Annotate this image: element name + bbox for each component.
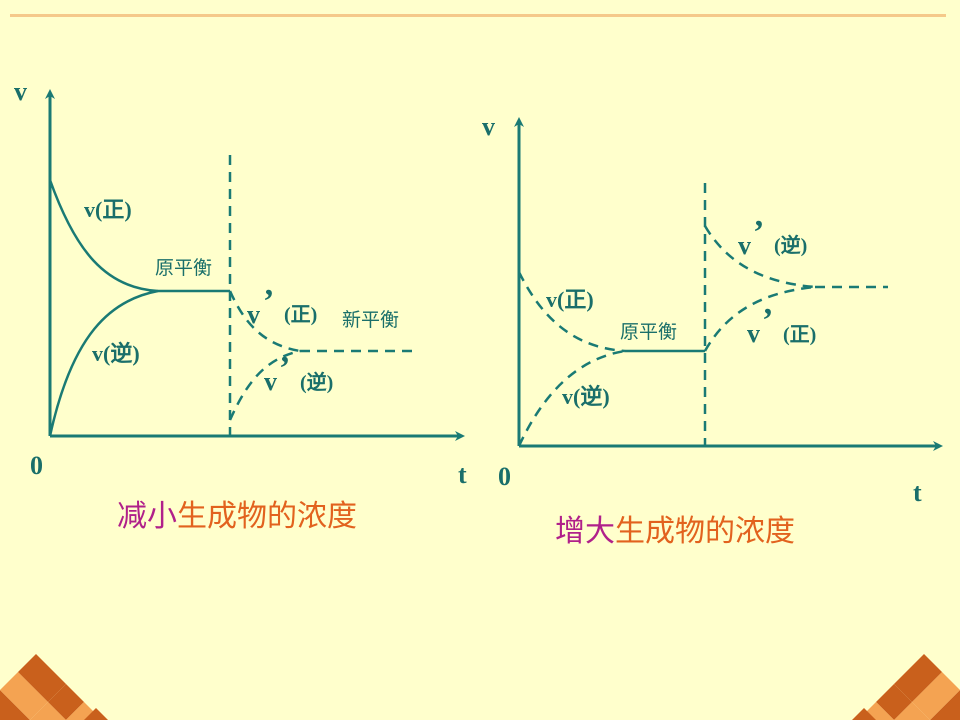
left-caption-highlight: 减小 xyxy=(117,499,177,534)
left-new-reverse-mark: ’ xyxy=(279,350,290,387)
right-new-forward-paren: (正) xyxy=(783,324,816,346)
left-y-axis-label: v xyxy=(14,77,27,106)
right-new-forward-v: v xyxy=(747,319,760,348)
right-caption: 增大生成物的浓度 xyxy=(555,514,795,549)
left-caption-rest: 生成物的浓度 xyxy=(177,499,357,534)
left-new-forward-rate-curve xyxy=(228,290,301,353)
left-new-forward-mark: ’ xyxy=(263,283,274,320)
left-new-equilibrium-label: 新平衡 xyxy=(342,309,399,331)
right-forward-rate-curve xyxy=(517,271,626,353)
left-new-reverse-paren: (逆) xyxy=(300,370,333,394)
right-y-axis-label: v xyxy=(482,112,495,141)
right-original-equilibrium-label: 原平衡 xyxy=(620,321,677,343)
right-caption-rest: 生成物的浓度 xyxy=(615,514,795,549)
left-new-forward-v: v xyxy=(247,300,260,329)
left-x-axis-label: t xyxy=(458,460,467,489)
left-reverse-label: v(逆) xyxy=(92,341,140,366)
right-caption-highlight: 增大 xyxy=(555,514,615,549)
right-reverse-rate-curve xyxy=(517,349,626,447)
left-diagram: v t 0 v(正) v(逆) 原平衡 v ’ (正) v ’ (逆) 新平衡 … xyxy=(14,77,467,534)
right-forward-label: v(正) xyxy=(546,287,594,312)
top-rule xyxy=(10,14,946,17)
left-origin-label: 0 xyxy=(30,451,43,480)
left-new-reverse-rate-curve xyxy=(228,349,301,421)
right-new-reverse-paren: (逆) xyxy=(774,233,807,257)
right-reverse-label: v(逆) xyxy=(562,384,610,409)
bottom-left-corner-decoration xyxy=(0,654,108,720)
left-forward-label: v(正) xyxy=(84,197,132,222)
right-origin-label: 0 xyxy=(498,462,511,491)
bottom-right-corner-decoration xyxy=(852,654,960,720)
left-new-reverse-v: v xyxy=(264,367,277,396)
right-new-reverse-v: v xyxy=(738,231,751,260)
right-new-forward-mark: ’ xyxy=(762,302,773,339)
left-forward-rate-curve xyxy=(48,179,159,293)
left-reverse-rate-curve xyxy=(48,289,159,437)
left-original-equilibrium-label: 原平衡 xyxy=(155,257,212,279)
right-x-axis-label: t xyxy=(913,478,922,507)
left-new-forward-paren: (正) xyxy=(284,304,317,326)
right-new-reverse-mark: ’ xyxy=(753,214,764,251)
left-caption: 减小生成物的浓度 xyxy=(117,499,357,534)
right-diagram: v t 0 v(正) v(逆) 原平衡 v ’ (逆) v ’ (正) 增大生成… xyxy=(482,112,943,549)
